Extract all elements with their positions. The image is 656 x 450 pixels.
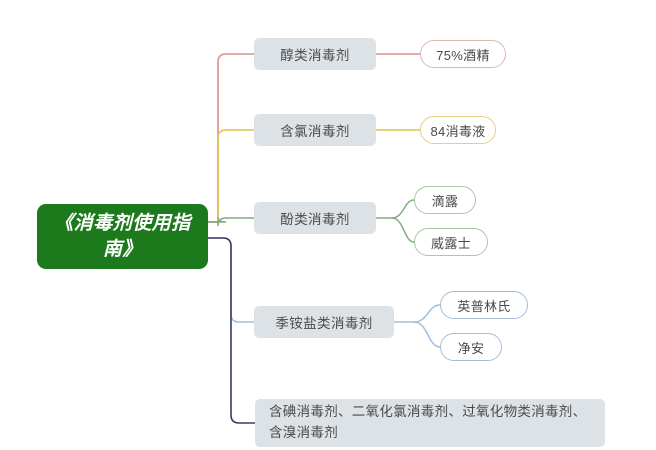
branch-node-other-disinfectants[interactable]: 含碘消毒剂、二氧化氯消毒剂、过氧化物类消毒剂、含溴消毒剂	[255, 399, 605, 447]
link-root-to-chlorine	[209, 129, 255, 223]
link-phenol-to-dettol	[391, 199, 415, 219]
branch-node-chlorine[interactable]: 含氯消毒剂	[254, 114, 376, 146]
link-phenol-to-walch	[391, 217, 415, 243]
link-root-to-others	[207, 237, 256, 424]
link-root-to-phenol-stem	[207, 217, 227, 223]
leaf-node-walch[interactable]: 威露士	[414, 228, 488, 256]
link-quat-to-jingan	[413, 321, 441, 348]
branch-node-quaternary-ammonium[interactable]: 季铵盐类消毒剂	[254, 306, 394, 338]
leaf-node-alcohol-75[interactable]: 75%酒精	[420, 40, 506, 68]
leaf-node-jingan[interactable]: 净安	[440, 333, 502, 361]
link-root-to-alcohol	[207, 53, 255, 223]
link-quat-to-imperlin	[413, 304, 441, 323]
branch-node-phenol[interactable]: 酚类消毒剂	[254, 202, 376, 234]
leaf-node-dettol[interactable]: 滴露	[414, 186, 476, 214]
root-node[interactable]: 《消毒剂使用指南》	[37, 204, 208, 269]
leaf-node-imperlin[interactable]: 英普林氏	[440, 291, 528, 319]
branch-node-alcohol[interactable]: 醇类消毒剂	[254, 38, 376, 70]
leaf-node-84-disinfectant[interactable]: 84消毒液	[420, 116, 496, 144]
